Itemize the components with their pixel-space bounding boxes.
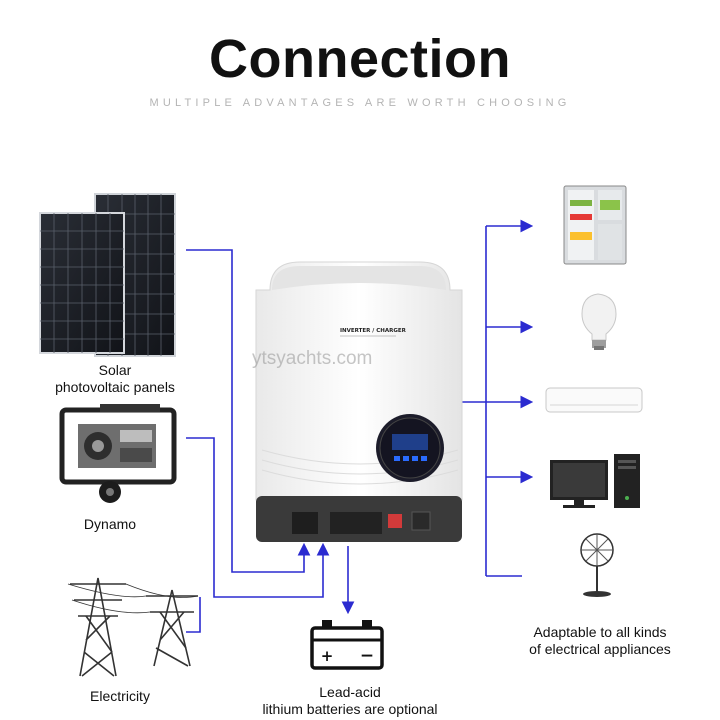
- computer-icon: [550, 454, 640, 508]
- appliances-label-line1: Adaptable to all kinds: [533, 624, 667, 640]
- battery-icon: + −: [310, 620, 384, 670]
- power-tower-icon: [67, 577, 199, 677]
- page-title: Connection: [209, 29, 511, 89]
- light-bulb-icon: [581, 293, 617, 350]
- dynamo-label: Dynamo: [83, 516, 137, 532]
- inverter-device: INVERTER / CHARGER: [255, 261, 463, 542]
- battery-plus: +: [321, 647, 334, 665]
- battery-label-line2: lithium batteries are optional: [262, 701, 438, 717]
- electricity-label: Electricity: [90, 688, 150, 704]
- air-conditioner-icon: [545, 387, 643, 413]
- solar-line: [186, 249, 311, 573]
- fridge-icon: [563, 185, 627, 265]
- battery-label: Lead-acid lithium batteries are optional: [230, 684, 470, 718]
- electricity-line: [186, 597, 201, 633]
- generator-icon: [59, 404, 177, 503]
- watermark: ytsyachts.com: [252, 348, 373, 369]
- battery-minus: −: [360, 646, 374, 666]
- solar-label-line1: Solar: [98, 362, 132, 378]
- solar-panel-icon: [39, 193, 176, 357]
- appliances-label: Adaptable to all kinds of electrical app…: [500, 624, 700, 658]
- solar-label: Solar photovoltaic panels: [40, 362, 190, 396]
- dynamo-line: [186, 437, 330, 598]
- solar-label-line2: photovoltaic panels: [55, 379, 175, 395]
- page-subtitle: MULTIPLE ADVANTAGES ARE WORTH CHOOSING: [149, 97, 571, 109]
- connection-lines: [186, 219, 534, 633]
- fan-icon: [580, 533, 614, 597]
- battery-label-line1: Lead-acid: [319, 684, 381, 700]
- appliances-label-line2: of electrical appliances: [529, 641, 671, 657]
- device-brand-label: INVERTER / CHARGER: [340, 328, 407, 334]
